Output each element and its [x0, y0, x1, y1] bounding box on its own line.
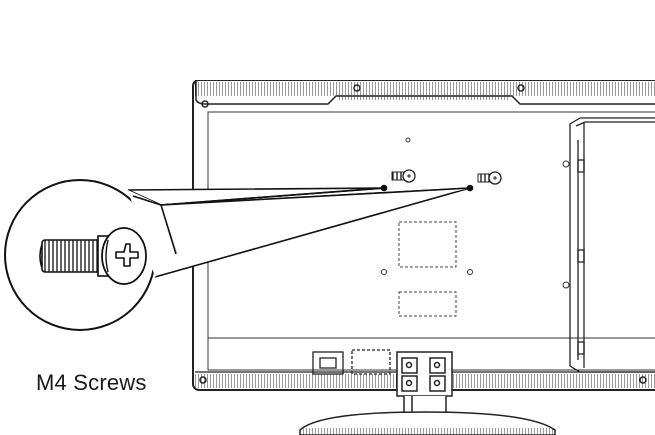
serial-label-area — [398, 291, 457, 317]
corner-screw-marks — [199, 84, 647, 384]
side-connector-panel — [569, 117, 655, 373]
panel-screw-left — [391, 169, 416, 183]
callout-leaders — [127, 184, 474, 278]
rating-label-area — [398, 221, 457, 268]
stand-neck — [396, 351, 453, 421]
stand-base — [299, 411, 556, 435]
tv-rear-panel — [192, 80, 655, 435]
bottom-connectors — [312, 349, 391, 375]
callout-label: M4 Screws — [36, 370, 147, 395]
m4-screw-icon — [39, 227, 147, 285]
panel-screw-right — [477, 171, 502, 185]
